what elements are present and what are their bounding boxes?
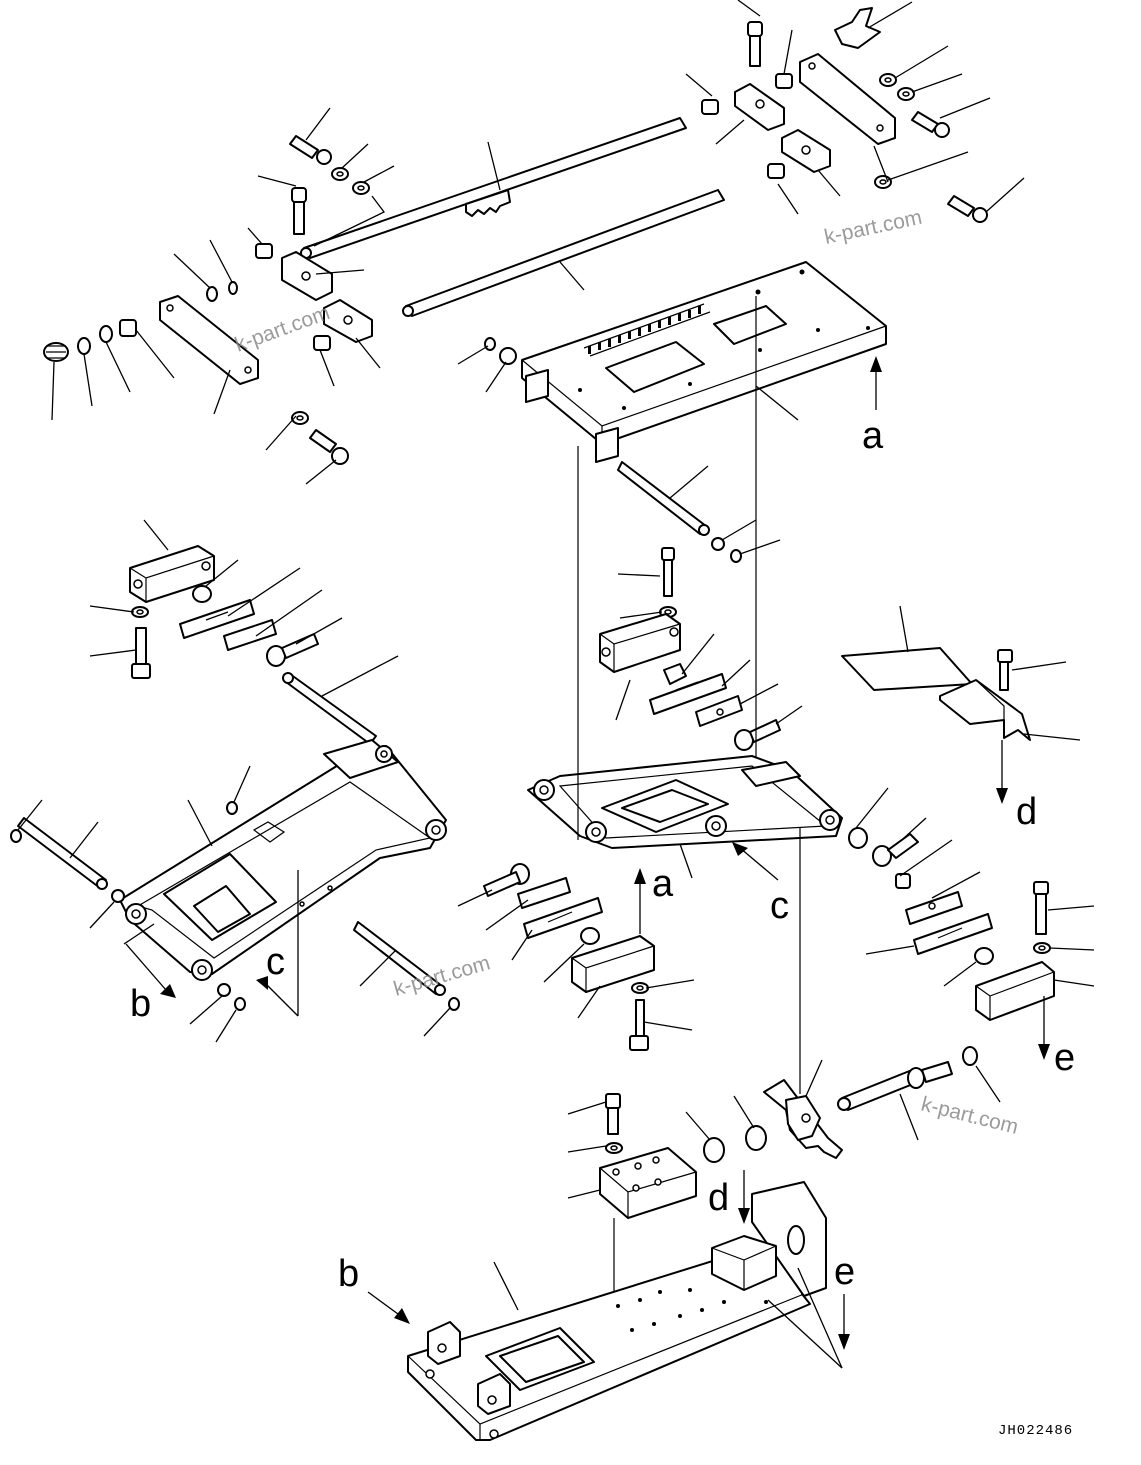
lower-bracket-block: d xyxy=(567,1093,750,1306)
ref-letter-c: c xyxy=(266,941,285,983)
left-slide-assembly xyxy=(89,519,343,679)
right-slide-assembly: e xyxy=(865,871,1095,1079)
ref-letter-d: d xyxy=(1016,791,1037,833)
watermark-text: k-part.com xyxy=(919,1093,1021,1139)
top-right-bracket-assembly xyxy=(685,0,1025,223)
ref-letter-b-bottom: b xyxy=(338,1253,359,1295)
center-arm-frame: c xyxy=(527,296,953,1094)
left-arm-frame: b c xyxy=(119,739,447,1025)
right-cover-plate: d xyxy=(841,605,1081,833)
ref-letter-e-bottom: e xyxy=(834,1251,855,1293)
left-loose-pins xyxy=(10,799,460,1043)
ref-letter-e: e xyxy=(1054,1037,1075,1079)
ref-letter-b: b xyxy=(130,983,151,1025)
watermark-text: k-part.com xyxy=(822,206,924,249)
upper-left-bracket-assembly xyxy=(43,107,395,485)
ref-letter-c-center: c xyxy=(770,885,789,927)
base-plate: b e xyxy=(338,1181,855,1441)
center-slide-assembly xyxy=(599,547,803,751)
lower-left-slide-assembly: a xyxy=(457,863,695,1051)
pin-group-center xyxy=(617,461,781,563)
ref-letter-a-lower: a xyxy=(652,863,674,905)
top-plate: a xyxy=(457,261,887,463)
drawing-code: JH022486 xyxy=(998,1423,1073,1439)
ref-letter-d-lower: d xyxy=(708,1177,729,1219)
ref-letter-a: a xyxy=(862,415,884,457)
left-pin-group xyxy=(282,655,399,745)
shaft-assembly xyxy=(685,1046,1001,1163)
upper-shaft-assembly xyxy=(300,117,725,317)
